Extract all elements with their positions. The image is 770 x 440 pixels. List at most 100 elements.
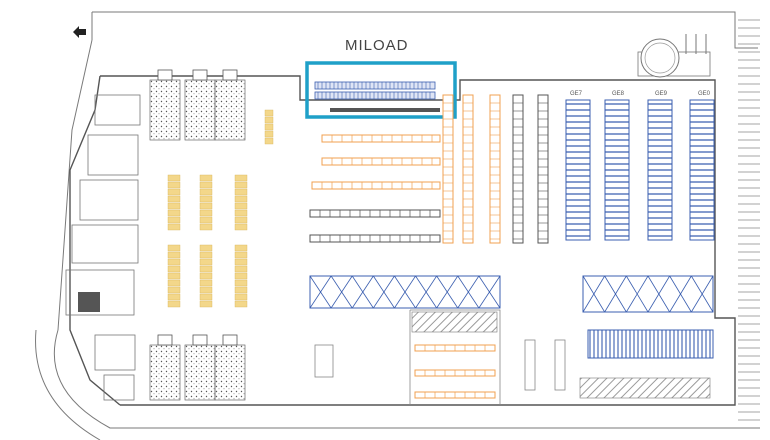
right-perimeter-marks xyxy=(738,19,760,421)
rack-column xyxy=(489,94,501,244)
rack-row xyxy=(311,181,441,190)
pallet-spot xyxy=(234,202,248,210)
pallet-spot xyxy=(199,244,213,252)
pallet-spot xyxy=(234,223,248,231)
office-block xyxy=(65,94,141,401)
column-labels: GE7 GE8 GE9 GE0 xyxy=(570,91,711,97)
pallet-spot xyxy=(264,137,274,145)
pallet-spot xyxy=(199,216,213,224)
vertical-racks xyxy=(442,94,549,244)
pallet-spot xyxy=(199,195,213,203)
top-dock-bays xyxy=(149,69,246,141)
pallet-spot xyxy=(167,216,181,224)
rack-column xyxy=(647,99,673,241)
site-outline xyxy=(35,11,760,440)
dense-rack xyxy=(587,329,714,359)
hatched-zones xyxy=(411,311,711,399)
pallet-spot xyxy=(234,279,248,287)
pallet-spot xyxy=(199,188,213,196)
dock-bay xyxy=(149,334,181,401)
pallet-spot xyxy=(234,216,248,224)
pallet-spot xyxy=(199,202,213,210)
pallet-spot xyxy=(167,188,181,196)
rack-row xyxy=(414,369,496,377)
rack-row xyxy=(309,234,441,243)
rack-column xyxy=(512,94,524,244)
miniload-area xyxy=(305,61,457,119)
rack-row xyxy=(414,391,496,399)
rack-column xyxy=(689,99,715,241)
pallet-spot xyxy=(234,300,248,308)
dock-bay xyxy=(149,69,181,141)
rack-column xyxy=(462,94,474,244)
rack-column xyxy=(442,94,454,244)
braced-racks xyxy=(309,275,714,359)
pallet-zones xyxy=(167,109,274,308)
pallet-spot xyxy=(199,300,213,308)
pallet-spot xyxy=(234,293,248,301)
pallet-spot xyxy=(199,272,213,280)
pallet-spot xyxy=(234,195,248,203)
tank-icon xyxy=(637,34,711,78)
pallet-spot xyxy=(167,181,181,189)
pallet-spot xyxy=(199,251,213,259)
rack-row xyxy=(321,157,441,166)
braced-rack xyxy=(582,275,714,313)
pallet-spot xyxy=(234,188,248,196)
pallet-spot xyxy=(264,116,274,124)
building-wall xyxy=(69,75,736,406)
pallet-spot xyxy=(167,265,181,273)
dock-bay xyxy=(214,69,246,141)
column-label: GE9 xyxy=(655,91,668,97)
pallet-spot xyxy=(167,279,181,287)
pallet-spot xyxy=(199,286,213,294)
dock-bay xyxy=(184,334,216,401)
pallet-spot xyxy=(167,258,181,266)
orange-racks xyxy=(309,134,496,399)
pallet-spot xyxy=(234,244,248,252)
braced-rack xyxy=(309,275,501,309)
column-label: GE0 xyxy=(698,91,711,97)
north-arrow-icon xyxy=(73,26,86,38)
pallet-spot xyxy=(199,181,213,189)
bottom-dock-bays xyxy=(149,334,246,401)
pallet-spot xyxy=(264,130,274,138)
rack-column xyxy=(565,99,591,241)
pallet-spot xyxy=(167,251,181,259)
column-label: GE7 xyxy=(570,91,583,97)
pallet-spot xyxy=(234,258,248,266)
pallet-spot xyxy=(199,279,213,287)
plan-title: MILOAD xyxy=(345,37,409,54)
pallet-spot xyxy=(199,174,213,182)
pallet-spot xyxy=(199,223,213,231)
rack-row xyxy=(414,344,496,352)
pallet-spot xyxy=(167,223,181,231)
pallet-spot xyxy=(234,174,248,182)
pallet-spot xyxy=(234,209,248,217)
pallet-spot xyxy=(264,109,274,117)
pallet-spot xyxy=(167,293,181,301)
pallet-spot xyxy=(167,272,181,280)
rack-column xyxy=(604,99,630,241)
pallet-spot xyxy=(167,286,181,294)
pallet-spot xyxy=(234,272,248,280)
rack-column xyxy=(537,94,549,244)
pallet-spot xyxy=(199,265,213,273)
pallet-spot xyxy=(167,195,181,203)
pallet-spot xyxy=(167,174,181,182)
pallet-spot xyxy=(199,258,213,266)
interior-partition xyxy=(314,309,566,405)
pallet-spot xyxy=(199,293,213,301)
pallet-spot xyxy=(234,265,248,273)
blue-racks xyxy=(565,99,715,241)
rack-row xyxy=(321,134,441,143)
pallet-spot xyxy=(264,123,274,131)
pallet-spot xyxy=(234,286,248,294)
dock-bay xyxy=(214,334,246,401)
column-label: GE8 xyxy=(612,91,625,97)
pallet-spot xyxy=(234,181,248,189)
pallet-spot xyxy=(167,202,181,210)
dock-bay xyxy=(184,69,216,141)
pallet-spot xyxy=(167,244,181,252)
